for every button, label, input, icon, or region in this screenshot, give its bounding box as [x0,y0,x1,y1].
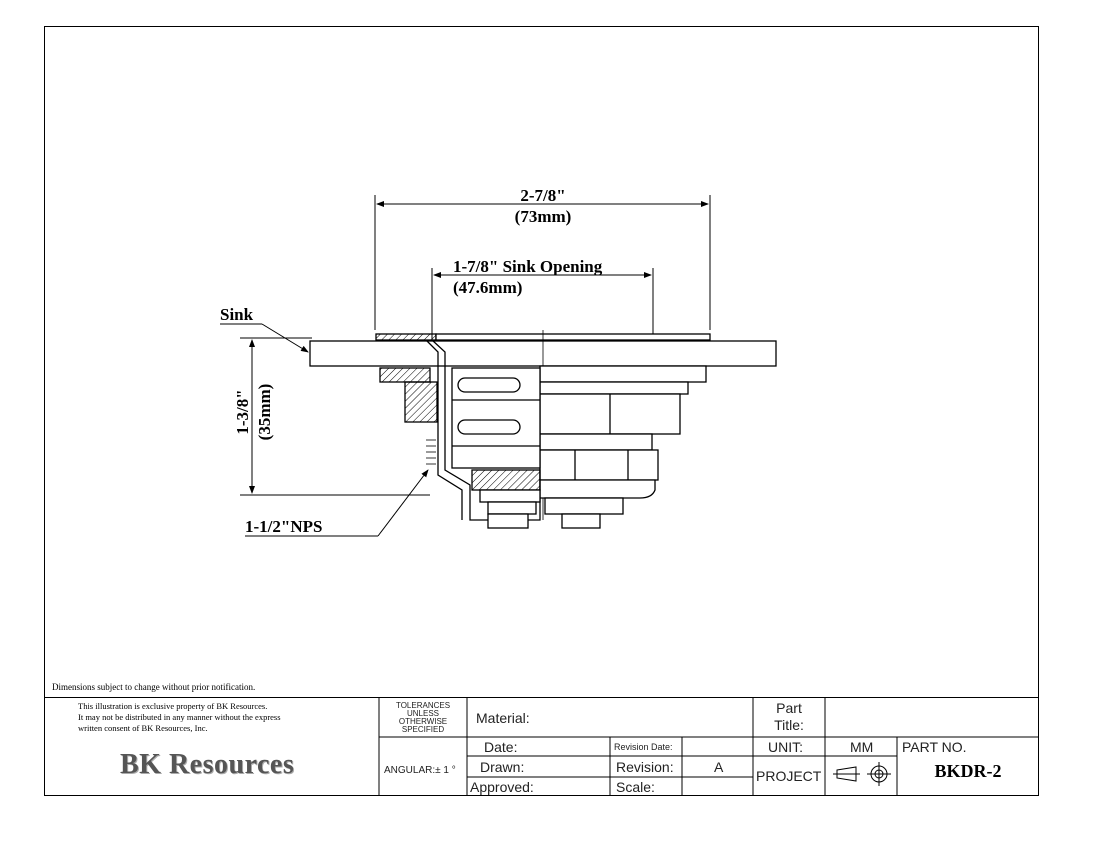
unit-value: MM [850,739,874,755]
projection-symbol-icon [833,762,891,786]
approved-label: Approved: [470,779,534,795]
dimension-notice: Dimensions subject to change without pri… [52,682,256,692]
right-stud [561,513,601,529]
revision-date-label: Revision Date: [614,742,673,752]
sink-label: Sink [220,305,254,324]
nut-body-hatched [404,381,438,423]
company-logo-text: BK Resources [120,749,295,780]
dim-height-mm-label: (35mm) [255,384,274,441]
lower-stud [487,513,529,529]
thread-section [471,469,541,491]
material-label: Material: [476,710,530,726]
dim-height-label: 1-3/8" [233,389,252,434]
exclusive-line-3: written consent of BK Resources, Inc. [78,723,208,733]
dim-opening-mm-label: (47.6mm) [453,278,522,297]
body-wall [431,339,541,521]
revision-value: A [714,759,724,775]
scale-label: Scale: [616,779,655,795]
part-no-label: PART NO. [902,739,967,755]
exclusive-notice: This illustration is exclusive property … [78,701,281,734]
right-ring-6 [539,479,656,499]
dim-opening-label: 1-7/8" Sink Opening [453,257,603,276]
angular-tolerance: ANGULAR:± 1 ° [384,765,456,776]
thread-callout: 1-1/2"NPS [245,469,429,537]
lower-ring [479,489,541,503]
drain-assembly [309,330,777,529]
right-ring-5 [539,449,659,481]
right-ring-2 [539,381,689,395]
title-block: This illustration is exclusive property … [44,697,1039,796]
lower-stud-base [487,501,537,515]
company-logo: BK Resources [120,749,294,781]
dimension-height: 1-3/8" (35mm) [233,337,430,496]
revision-label: Revision: [616,759,674,775]
date-label: Date: [484,739,518,755]
dim-overall-mm-label: (73mm) [515,207,572,226]
exclusive-line-1: This illustration is exclusive property … [78,701,268,711]
drawing-sheet-border [44,26,1039,796]
part-no-value: BKDR-2 [934,761,1002,781]
part-title-label: Part Title: [774,700,804,733]
nut-hatched [379,367,431,383]
strainer-slot-1 [457,377,521,393]
title-block-grid [44,697,1039,796]
right-base [544,497,624,515]
dim-overall-label: 2-7/8" [520,186,565,205]
body-wall-outer [425,339,463,520]
flange-top [435,333,711,341]
strainer-slot-2 [457,419,521,435]
project-label: PROJECT [756,768,822,784]
sink-callout: Sink [220,305,309,353]
dimension-overall-width: 2-7/8" (73mm) [374,186,711,330]
exclusive-line-2: It may not be distributed in any manner … [78,712,281,722]
unit-label: UNIT: [768,739,803,755]
right-ring-1 [539,365,707,383]
right-ring-4 [539,433,653,451]
flange-hatched [375,333,437,341]
dimension-sink-opening: 1-7/8" Sink Opening (47.6mm) [431,257,654,340]
thread-label: 1-1/2"NPS [245,517,322,536]
drawn-label: Drawn: [480,759,525,775]
tolerances-note: TOLERANCES UNLESS OTHERWISE SPECIFIED [395,701,451,734]
